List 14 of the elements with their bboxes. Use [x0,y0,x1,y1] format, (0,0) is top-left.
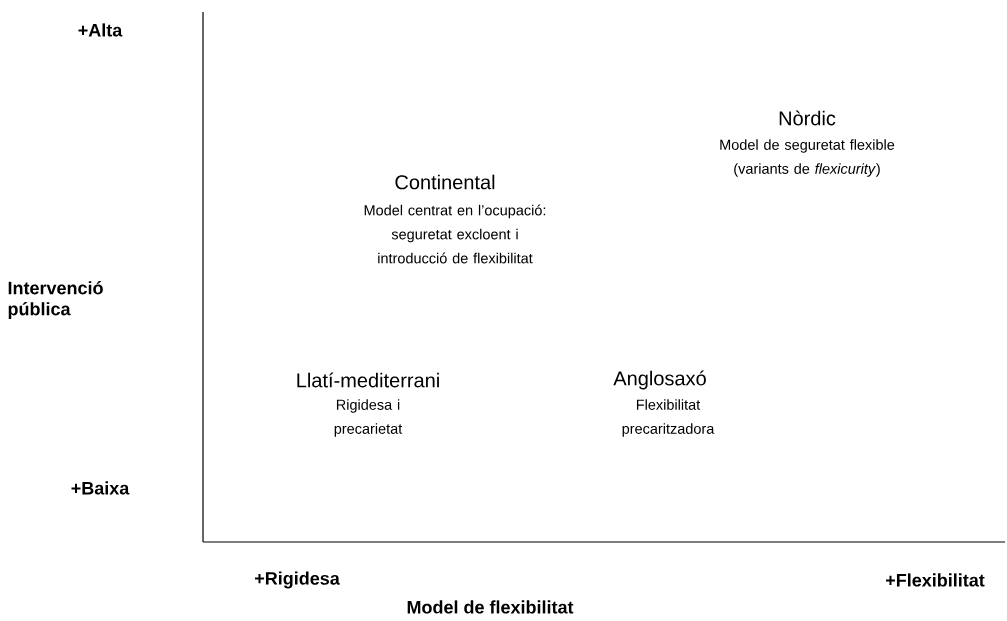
quadrant-heading: Llatí-mediterrani [297,372,439,388]
quadrant-description: Rigidesa i precarietat [334,399,403,437]
axis-label: +Rigidesa [255,571,340,589]
quadrant-heading: Continental [395,174,495,190]
axis-label: Intervenció pública [8,281,103,319]
axis-label: Model de flexibilitat [407,600,574,614]
quadrant-description: Model centrat en l’ocupació: seguretat excloent i introducció de flexibilitat [364,204,546,264]
axis-label: +Baixa [71,481,130,495]
axis-label: +Alta [78,23,123,37]
quadrant-description: Flexibilitat precaritzadora [622,399,715,437]
axis-label: +Flexibilitat [886,573,985,587]
quadrant-heading: Nòrdic [779,110,836,126]
quadrant-description: Model de seguretat flexible (variants de flexicurity) [720,139,895,177]
quadrant-heading: Anglosaxó [613,370,706,390]
